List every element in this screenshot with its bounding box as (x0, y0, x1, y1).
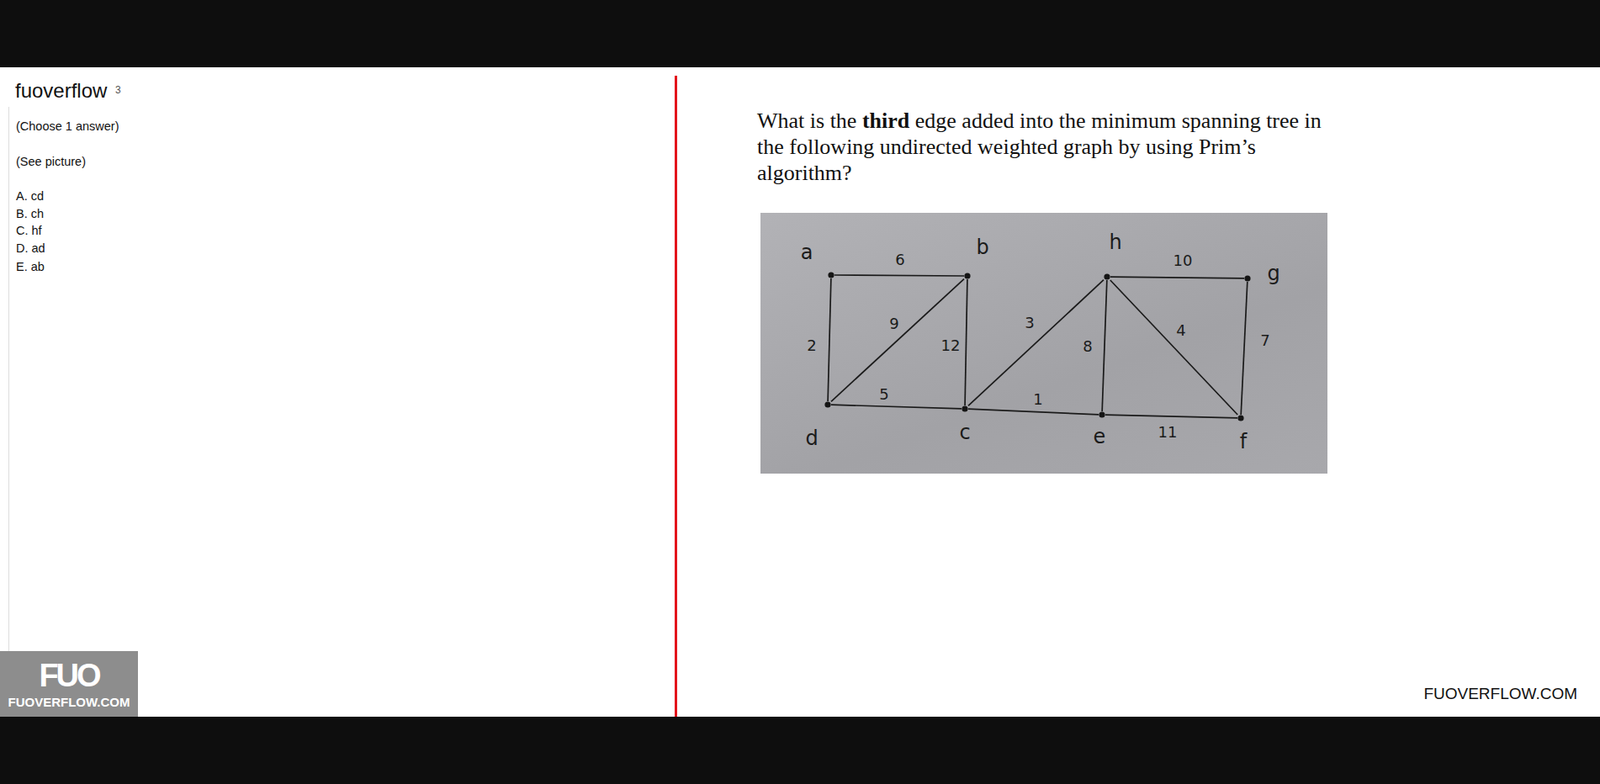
divider-line (674, 75, 678, 717)
graph-edge (1240, 281, 1248, 415)
instruction-text: (Choose 1 answer) (15, 119, 120, 133)
cut-counter: 3 (115, 84, 122, 96)
edge-weight: 5 (879, 386, 889, 403)
graph-vertex: f (1237, 414, 1245, 422)
vertex-label: a (800, 242, 814, 263)
edge-weight: 8 (1082, 339, 1092, 355)
edge-weight: 7 (1260, 333, 1270, 349)
edge-weight: 1 (1033, 392, 1043, 408)
graph-edge (964, 279, 968, 406)
graph-vertex: a (827, 271, 835, 279)
edge-weight: 4 (1176, 323, 1186, 339)
vertex-label: h (1108, 232, 1122, 253)
vertex-label: g (1266, 263, 1280, 284)
graph-vertex: b (964, 272, 971, 280)
answer-option: A. cd (15, 189, 44, 203)
graph-edge (968, 408, 1099, 415)
vertex-label: d (805, 428, 818, 449)
vertex-dot (961, 405, 969, 413)
graph-edge (831, 279, 965, 403)
graph-edge (1105, 414, 1238, 419)
graph-vertex: d (824, 401, 832, 408)
vertex-label: c (958, 422, 970, 443)
vertex-dot (827, 271, 835, 279)
edge-weight: 2 (806, 338, 816, 354)
panel-border (8, 106, 10, 717)
logo-badge: FUOFUOVERFLOW.COM (0, 651, 138, 717)
vertex-label: b (975, 237, 989, 258)
answer-option: D. ad (15, 241, 46, 255)
graph-vertex: h (1103, 273, 1111, 281)
graph-vertex: e (1098, 411, 1106, 419)
edge-weight: 12 (941, 338, 961, 354)
logo-mark: FUO (38, 657, 99, 695)
graph-edge (1110, 280, 1238, 415)
graph-edge (831, 404, 962, 409)
edge-weight: 3 (1024, 315, 1034, 331)
edge-weight: 10 (1173, 253, 1193, 269)
graph-edge (1101, 280, 1108, 412)
site-title: fuoverflow (15, 79, 107, 103)
graph-edge (834, 274, 965, 277)
answer-option: B. ch (15, 206, 44, 221)
vertex-dot (964, 272, 971, 280)
graph-vertex: g (1244, 275, 1251, 282)
vertex-dot (824, 401, 832, 408)
vertex-dot (1244, 275, 1251, 282)
edge-weight: 9 (889, 316, 899, 332)
graph-edge (827, 278, 832, 402)
vertex-label: e (1093, 426, 1107, 447)
logo-text: FUOVERFLOW.COM (8, 694, 131, 710)
edge-weight: 6 (895, 252, 905, 268)
graph-photo: a b h g d c e f 6 2 9 12 5 3 1 8 10 4 7 11 (760, 212, 1328, 474)
edge-weight: 11 (1158, 424, 1178, 440)
vertex-dot (1237, 414, 1245, 422)
answer-option: C. hf (15, 223, 43, 238)
vertex-dot (1103, 273, 1111, 281)
question-text: What is thethirdedge added into the mini… (757, 107, 1346, 186)
vertex-label: f (1239, 431, 1247, 452)
graph-vertex: c (961, 405, 969, 413)
watermark: FUOVERFLOW.COM (1423, 684, 1578, 704)
question-text: third (862, 108, 910, 133)
question-text: What is the (757, 108, 857, 133)
graph-edge (968, 280, 1104, 407)
graph-edge (1110, 276, 1245, 279)
vertex-dot (1098, 411, 1106, 419)
instruction-text: (See picture) (15, 154, 86, 169)
answer-option: E. ab (15, 259, 45, 274)
page-panel: FUOFUOVERFLOW.COM What is thethirdedge a… (0, 67, 1600, 717)
